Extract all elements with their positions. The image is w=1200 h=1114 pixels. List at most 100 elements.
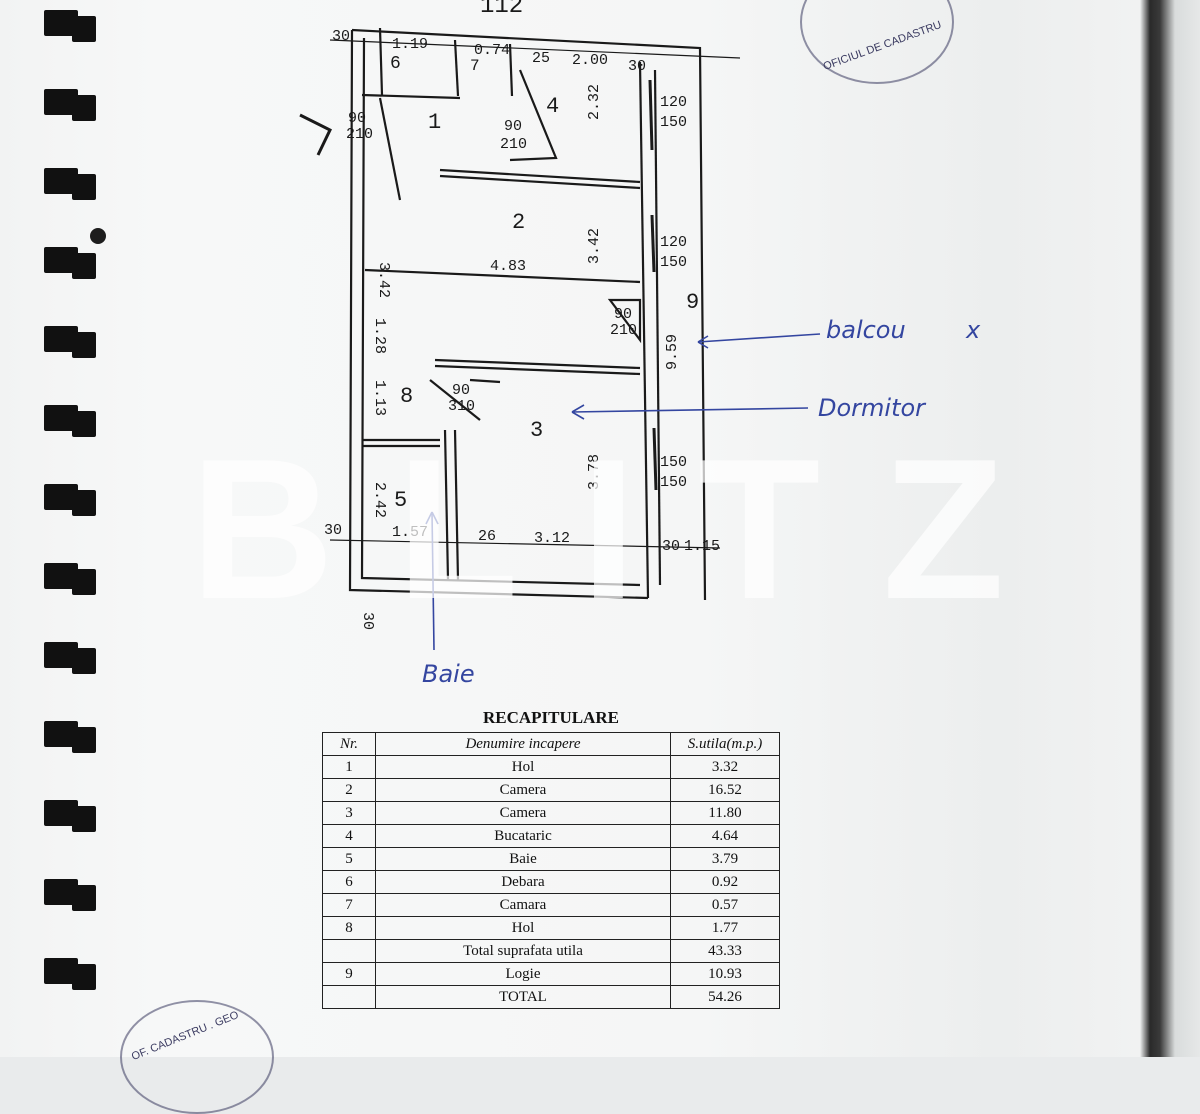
table-cell-name: Camera xyxy=(375,801,671,825)
room-number-9: 9 xyxy=(686,290,699,315)
dim: 30 xyxy=(628,58,646,75)
table-cell-value: 16.52 xyxy=(670,778,780,802)
dim: 1.13 xyxy=(371,380,388,416)
balcon-arrow-icon xyxy=(697,333,821,343)
table-cell-value: 10.93 xyxy=(670,962,780,986)
table-cell-name: Debara xyxy=(375,870,671,894)
plan-outer-wall-left xyxy=(348,29,649,600)
room-number-8: 8 xyxy=(400,384,413,409)
door-dim: 210 xyxy=(346,126,373,143)
dim: 2.00 xyxy=(572,52,608,69)
dim: 30 xyxy=(332,28,350,45)
room-number-1: 1 xyxy=(428,110,441,135)
binding-ring xyxy=(72,253,96,279)
spiral-binding xyxy=(0,0,130,1057)
table-cell-nr: 7 xyxy=(322,893,376,917)
window-dim: 120 xyxy=(660,234,687,251)
binding-ring xyxy=(72,490,96,516)
table-cell-value: 11.80 xyxy=(670,801,780,825)
table-cell-nr: 9 xyxy=(322,962,376,986)
table-cell-nr: 1 xyxy=(322,755,376,779)
door-dim: 310 xyxy=(448,398,475,415)
dim: 3.42 xyxy=(586,228,603,264)
room-number-6: 6 xyxy=(390,54,401,74)
room-number-4: 4 xyxy=(546,94,559,119)
window-dim: 150 xyxy=(660,474,687,491)
dim: 26 xyxy=(478,528,496,545)
door-dim: 90 xyxy=(504,118,522,135)
room-number-3: 3 xyxy=(530,418,543,443)
table-cell-value: 4.64 xyxy=(670,824,780,848)
entrance-arrow-icon xyxy=(299,113,332,156)
table-cell-nr: 5 xyxy=(322,847,376,871)
header-value: S.utila(m.p.) xyxy=(670,732,780,756)
binding-ring xyxy=(72,806,96,832)
table-cell-nr: 3 xyxy=(322,801,376,825)
table-cell-nr xyxy=(322,939,376,963)
plan-top-label: 112 xyxy=(480,0,523,20)
annotation-dormitor: Dormitor xyxy=(818,394,927,422)
plan-wall-logia xyxy=(638,61,650,599)
table-cell-name: Hol xyxy=(375,916,671,940)
binding-ring xyxy=(72,727,96,753)
dim: 30 xyxy=(324,522,342,539)
room-number-2: 2 xyxy=(512,210,525,235)
binding-hole xyxy=(90,228,106,244)
dim: 1.28 xyxy=(371,318,388,354)
dim: 30 xyxy=(359,612,376,630)
table-cell-nr: 4 xyxy=(322,824,376,848)
table-cell-name: Logie xyxy=(375,962,671,986)
window-dim: 150 xyxy=(660,454,687,471)
table-cell-name: Total suprafata utila xyxy=(375,939,671,963)
dim: 25 xyxy=(532,50,550,67)
floor-plan: 1 2 3 4 5 6 7 8 9 112 30 1.19 0.74 25 2.… xyxy=(299,0,981,688)
dim: 9.59 xyxy=(664,334,681,370)
table-cell-name: Bucataric xyxy=(375,824,671,848)
table-cell-nr: 8 xyxy=(322,916,376,940)
binding-ring xyxy=(72,885,96,911)
door-dim: 90 xyxy=(348,110,366,127)
watermark: BLITZ xyxy=(190,418,1067,641)
recapitulare-table-block: RECAPITULARE Nr. Denumire incapere S.uti… xyxy=(322,708,780,1009)
table-cell-value: 43.33 xyxy=(670,939,780,963)
table-header-row: Nr. Denumire incapere S.utila(m.p.) xyxy=(322,732,780,756)
table-cell-nr: 6 xyxy=(322,870,376,894)
table-cell-name: Camara xyxy=(375,893,671,917)
baie-arrow-icon xyxy=(431,511,435,651)
table-cell-value: 1.77 xyxy=(670,916,780,940)
door-dim: 210 xyxy=(610,322,637,339)
table-cell-value: 0.92 xyxy=(670,870,780,894)
plan-inner-wall-left xyxy=(360,37,641,587)
window-dim: 120 xyxy=(660,94,687,111)
dormitor-arrow-icon xyxy=(571,407,809,413)
header-nr: Nr. xyxy=(322,732,376,756)
door-dim: 210 xyxy=(500,136,527,153)
table-cell-name: Hol xyxy=(375,755,671,779)
table-cell-nr: 2 xyxy=(322,778,376,802)
binding-ring xyxy=(72,964,96,990)
dim: 3.42 xyxy=(375,262,392,298)
binding-ring xyxy=(72,569,96,595)
table-cell-nr xyxy=(322,985,376,1009)
dim: 4.83 xyxy=(490,258,526,275)
binding-ring xyxy=(72,16,96,42)
binding-ring xyxy=(72,411,96,437)
binding-ring xyxy=(72,95,96,121)
table-cell-value: 0.57 xyxy=(670,893,780,917)
table-cell-value: 54.26 xyxy=(670,985,780,1009)
plan-outer-wall-right xyxy=(351,28,707,601)
window-dim: 150 xyxy=(660,114,687,131)
dim: 30 xyxy=(662,538,680,555)
annotation-balcon: balcou xyxy=(826,316,906,344)
